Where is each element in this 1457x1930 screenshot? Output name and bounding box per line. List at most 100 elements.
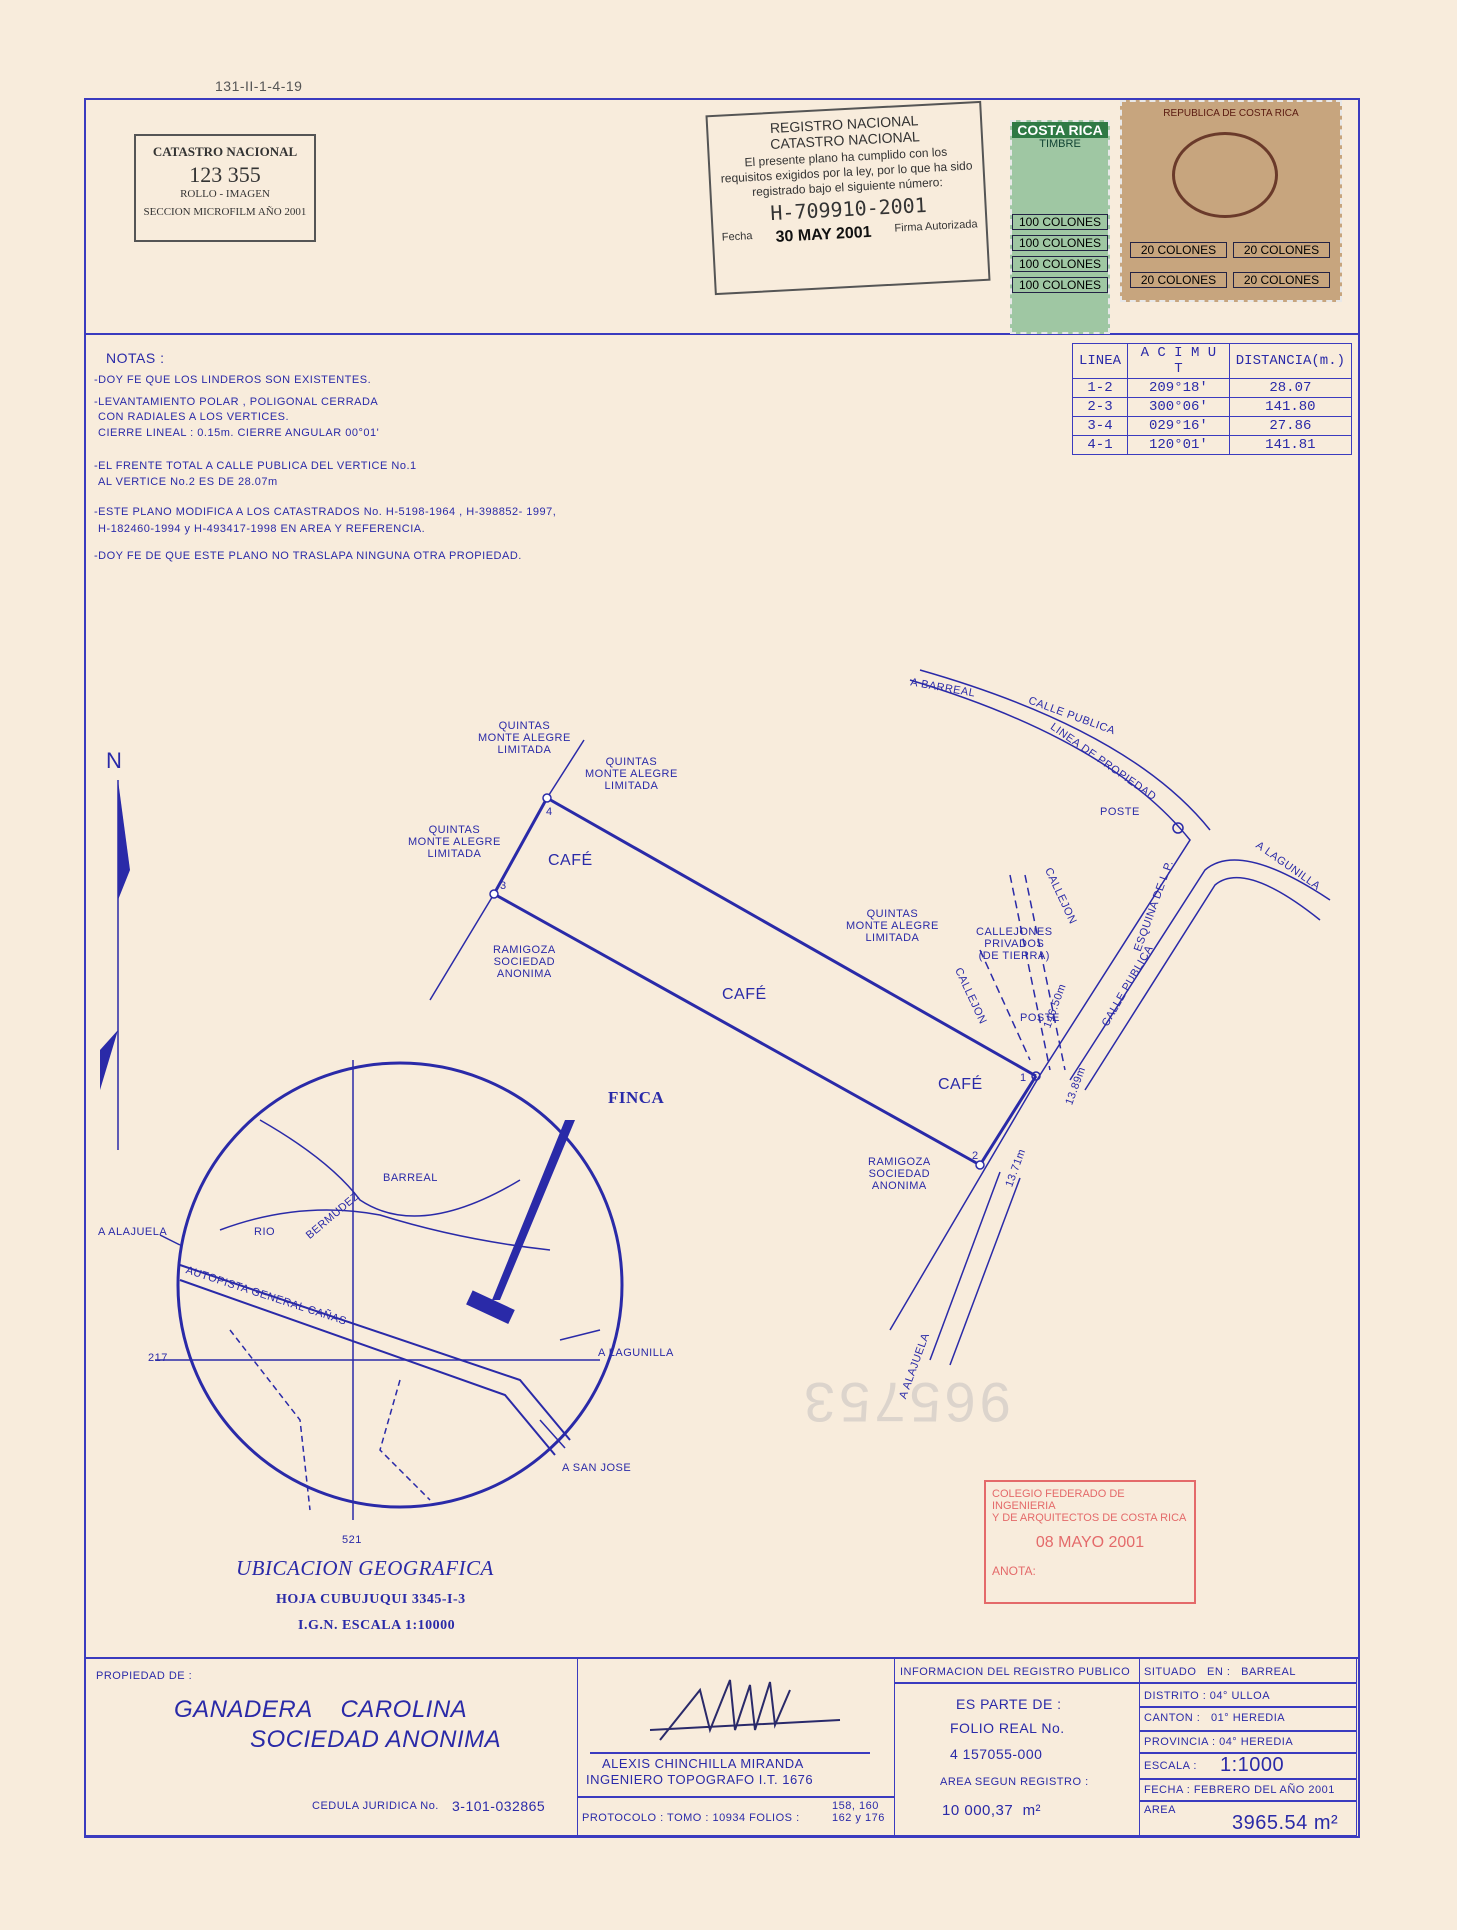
ubicacion-title: UBICACION GEOGRAFICA [236,1556,494,1580]
table-cell: 120°01' [1127,435,1230,455]
callejon-line-2 [1024,874,1066,1071]
neighbor-quintas-top: QUINTAS MONTE ALEGRE LIMITADA [478,720,571,756]
cafe-label-1: CAFÉ [548,852,593,869]
table-cell: 029°16' [1127,416,1230,436]
cedula-value: 3-101-032865 [452,1798,546,1814]
table-row: 1-2 209°18' 28.07 [1071,378,1353,398]
green-timbre-stamp: COSTA RICA TIMBRE 100 COLONES 100 COLONE… [1010,120,1110,334]
brown-timbre-value-1: 20 COLONES [1130,242,1227,258]
protocolo-folios: 158, 160 162 y 176 [832,1800,885,1824]
lines-header-linea: LINEA [1071,343,1129,379]
neighbor-divider-1 [546,739,585,799]
registro-area-label: AREA SEGUN REGISTRO : [940,1776,1089,1788]
area-label: AREA [1144,1804,1176,1816]
vertex-marker [975,1160,985,1170]
location-circle [176,1061,624,1509]
location-barreal: BARREAL [383,1172,438,1184]
arrow-a-san-jose-icon [539,1419,566,1449]
nota-2: -LEVANTAMIENTO POLAR , POLIGONAL CERRADA [94,396,379,408]
outer-frame [84,98,1360,1838]
canton-row-divider [1139,1730,1357,1732]
green-timbre-value-4: 100 COLONES [1012,277,1108,293]
fecha-row-divider [1139,1800,1357,1802]
location-coord-521: 521 [342,1534,362,1546]
finca-label: FINCA [608,1088,665,1107]
nota-1: -DOY FE QUE LOS LINDEROS SON EXISTENTES. [94,374,372,386]
vertex-marker [542,793,552,803]
location-a-alajuela: A ALAJUELA [98,1226,168,1238]
location-a-lagunilla: A LAGUNILLA [598,1347,674,1359]
nota-3: CON RADIALES A LOS VERTICES. [98,411,290,423]
location-road-4 [379,1379,431,1501]
nota-7: -ESTE PLANO MODIFICA A LOS CATASTRADOS N… [94,506,557,518]
location-road-3 [229,1329,311,1511]
catastro-seccion: SECCION MICROFILM AÑO 2001 [143,206,307,218]
callejon-line-3 [979,949,1031,1061]
catastro-number: 123 355 [189,162,261,187]
vertex-label-2: 2 [972,1150,979,1162]
situado-row-divider [1139,1682,1357,1684]
callejon-line-1 [1009,874,1051,1071]
label-poste-bottom: POSTE [1020,1012,1060,1024]
property-polygon [492,796,1038,1167]
ubicacion-ign: I.G.N. ESCALA 1:10000 [298,1618,456,1633]
neighbor-ramigoza-left: RAMIGOZA SOCIEDAD ANONIMA [493,944,556,980]
escala-row-divider [1139,1778,1357,1780]
provincia: PROVINCIA : 04° HEREDIA [1144,1736,1294,1748]
location-coord-217: 217 [148,1352,168,1364]
table-cell: 300°06' [1127,397,1230,417]
street-line-6 [949,1177,1021,1366]
provincia-row-divider [1139,1752,1357,1754]
lines-header-distancia: DISTANCIA(m.) [1228,343,1353,379]
brown-timbre-value-2: 20 COLONES [1233,242,1330,258]
label-callejones: CALLEJONES PRIVADOS (DE TIERRA) [976,926,1053,962]
catastro-stamp: CATASTRO NACIONAL 123 355 ROLLO - IMAGEN… [134,134,316,242]
area-value: 3965.54 m² [1232,1812,1339,1834]
escala-label: ESCALA : [1144,1760,1197,1772]
finca-marker [466,1290,515,1325]
table-cell: 209°18' [1127,378,1230,398]
registro-heading-divider [894,1682,1140,1684]
neighbor-quintas-middle: QUINTAS MONTE ALEGRE LIMITADA [846,908,939,944]
brown-timbre-value-4: 20 COLONES [1233,272,1330,288]
street-line-3 [1069,859,1331,1081]
owner-line-1: GANADERA CAROLINA [174,1696,468,1723]
north-label: N [106,748,123,773]
location-road-2 [219,1209,551,1251]
colegio-date: 08 MAYO 2001 [1035,1534,1145,1551]
engineer-signature [649,1679,841,1741]
brown-timbre-stamp: REPUBLICA DE COSTA RICA 20 COLONES 20 CO… [1120,100,1342,302]
neighbor-quintas-right: QUINTAS MONTE ALEGRE LIMITADA [585,756,678,792]
situado-en: SITUADO EN : BARREAL [1144,1666,1296,1678]
brown-timbre-brand: REPUBLICA DE COSTA RICA [1163,108,1299,119]
registro-folio-real: FOLIO REAL No. [950,1720,1065,1736]
owner-line-2: SOCIEDAD ANONIMA [250,1726,502,1753]
canton: CANTON : 01° HEREDIA [1144,1712,1286,1724]
street-line-2 [919,669,1211,831]
arrow-a-alajuela-icon [159,1234,181,1246]
table-cell: 141.81 [1228,435,1353,455]
lines-header-acimut: A C I M U T [1127,343,1230,379]
poste-marker [1172,822,1184,834]
catastro-title: CATASTRO NACIONAL [152,144,298,159]
green-timbre-value-3: 100 COLONES [1012,256,1108,272]
registro-es-parte: ES PARTE DE : [956,1696,1062,1712]
table-cell: 4-1 [1071,435,1129,455]
location-road [259,1119,521,1217]
street-line-1 [889,679,1191,1331]
vertex-label-1: 1 [1020,1072,1027,1084]
brown-timbre-value-3: 20 COLONES [1130,272,1227,288]
notas-heading: NOTAS : [106,350,165,366]
nota-6: AL VERTICE No.2 ES DE 28.07m [98,476,278,488]
north-arrow-tail [100,1030,118,1090]
distrito: DISTRITO : 04° ULLOA [1144,1690,1271,1702]
corner-reference: 131-II-1-4-19 [215,78,303,94]
location-autopista-2 [179,1279,556,1456]
engineer-title: INGENIERO TOPOGRAFO I.T. 1676 [586,1772,814,1787]
protocolo-label: PROTOCOLO : TOMO : 10934 FOLIOS : [582,1812,800,1824]
header-divider [84,333,1358,335]
green-timbre-type: TIMBRE [1039,138,1081,150]
table-cell: 3-4 [1071,416,1129,436]
vertex-label-4: 4 [546,806,553,818]
